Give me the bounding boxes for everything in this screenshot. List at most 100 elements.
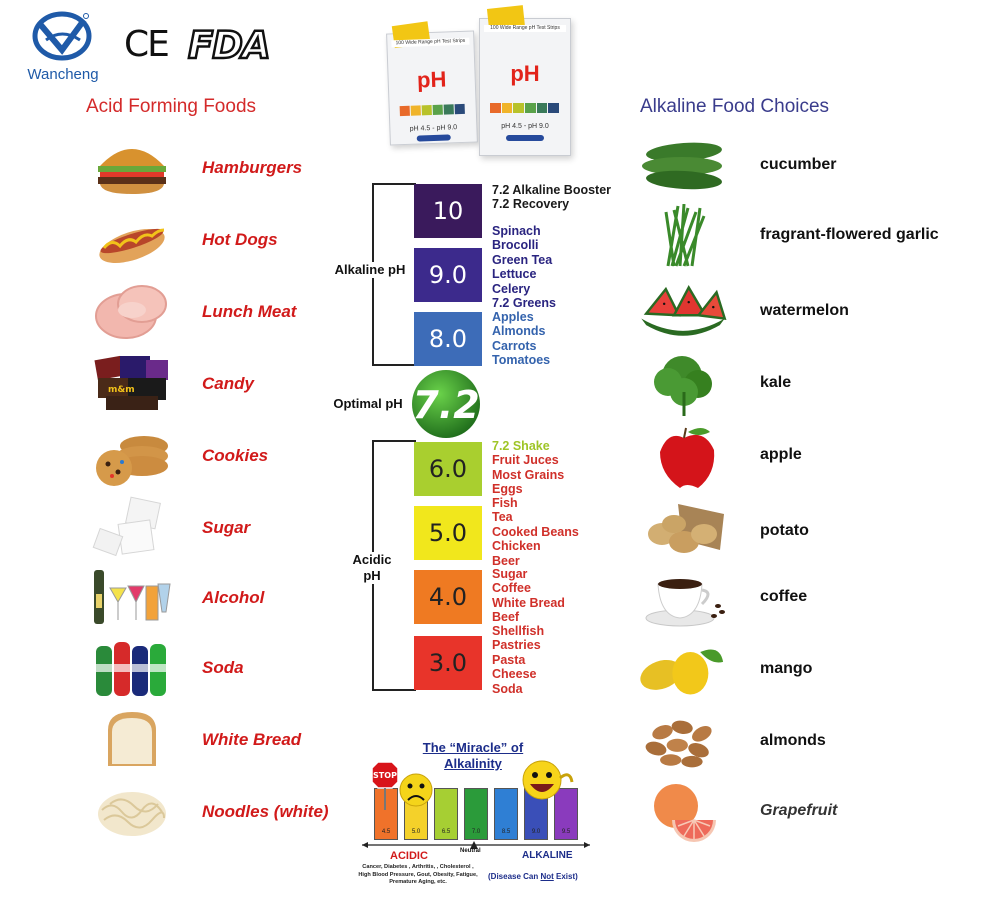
ph-level-value: 4.0: [428, 583, 468, 611]
acid-food-item: Hot Dogs: [82, 208, 372, 272]
optimal-ph-label: Optimal pH: [328, 396, 408, 412]
sad-face-stop-sign-icon: STOP: [371, 761, 433, 810]
happy-face-icon: [522, 760, 574, 800]
cookies-icon: [96, 436, 168, 486]
ph-food-item: Celery: [492, 281, 531, 296]
ph-level-9: 9.0: [414, 248, 482, 302]
ph-strip-box-large: 100 Wide Range pH Test Strips pH pH 4.5 …: [479, 5, 571, 156]
watermelon-icon: [641, 284, 727, 336]
box-tag: [506, 135, 544, 141]
alkaline-food-label: potato: [760, 522, 809, 539]
ph-food-item: Brocolli: [492, 238, 539, 253]
ph-food-item: 7.2 Greens: [492, 296, 556, 311]
miracle-bar-label: 7.0: [471, 829, 481, 835]
alkaline-food-label: coffee: [760, 588, 808, 605]
box-color-scale: [490, 103, 560, 113]
ph-food-item: Cheese: [492, 667, 537, 682]
alkaline-food-item: coffee: [628, 566, 988, 632]
svg-text:m&m: m&m: [108, 385, 135, 395]
alkaline-food-label: apple: [760, 446, 802, 463]
brand-logo: Wancheng: [18, 8, 108, 84]
ph-level-value: 10: [432, 197, 464, 225]
ph-level-value: 8.0: [428, 325, 468, 353]
alkaline-food-item: kale: [628, 352, 988, 418]
optimal-ph-value: 7.2: [412, 383, 479, 427]
acidic-label-line1: Acidic: [352, 552, 392, 567]
ph-level-5: 5.0: [414, 506, 482, 560]
alkaline-note-pre: (Disease Can: [488, 872, 541, 881]
acid-food-label: Candy: [202, 374, 254, 393]
ce-mark: CE: [124, 24, 170, 65]
ph-level-8: 8.0: [414, 312, 482, 366]
ph-food-item: 7.2 Recovery: [492, 197, 570, 212]
alcohol-glasses-icon: [94, 570, 171, 624]
alkaline-food-item: fragrant-flowered garlic: [628, 204, 988, 270]
grapefruit-icon: [654, 784, 716, 842]
ph-food-item: Most Grains: [492, 467, 565, 482]
miracle-neutral-label: Neutral: [460, 848, 481, 854]
alkaline-food-label: watermelon: [760, 302, 849, 319]
acid-food-label: Noodles (white): [202, 802, 329, 821]
miracle-axis: [362, 841, 590, 849]
certifications: CE FDA: [124, 23, 272, 69]
lunch-meat-icon: [95, 285, 167, 339]
acid-food-item: Sugar: [82, 496, 372, 560]
noodles-icon: [98, 792, 166, 836]
ph-food-item: Apples: [492, 310, 534, 324]
miracle-bar-label: 4.5: [381, 829, 391, 835]
ph-food-item: Spinach: [492, 224, 541, 238]
alkaline-food-item: mango: [628, 638, 988, 704]
box-strip-label: 100 Wide Range pH Test Strips: [484, 25, 566, 32]
optimal-ph-logo-icon: 7.2: [412, 370, 480, 438]
ph-food-item: Coffee: [492, 581, 531, 596]
coffee-cup-icon: [645, 579, 725, 627]
alkaline-food-item: potato: [628, 500, 988, 566]
acid-food-item: Lunch Meat: [82, 280, 372, 344]
kale-icon: [654, 356, 712, 416]
alkaline-note-post: Exist): [553, 872, 578, 881]
acidic-ph-label: Acidic pH: [344, 552, 400, 584]
miracle-bar: 6.5: [434, 788, 458, 840]
ph-food-item: Shellfish: [492, 624, 545, 638]
ph-food-item: Fish: [492, 496, 518, 510]
sugar-cubes-icon: [92, 496, 161, 557]
wancheng-logo-icon: [32, 11, 92, 61]
ph-food-item: Tea: [492, 510, 513, 525]
ph-food-item: Green Tea: [492, 252, 553, 267]
soda-bottles-icon: [96, 642, 166, 696]
alkaline-food-label: mango: [760, 660, 813, 677]
miracle-bar-label: 5.0: [411, 829, 421, 835]
alkaline-food-item: Grapefruit: [628, 780, 988, 846]
fda-mark: FDA: [187, 23, 272, 69]
ph-food-item: Tomatoes: [492, 353, 551, 368]
miracle-bar: 8.5: [494, 788, 518, 840]
ph-level-6: 6.0: [414, 442, 482, 496]
garlic-chives-icon: [664, 204, 706, 267]
ph-level-value: 3.0: [428, 649, 468, 677]
miracle-title-line1: The “Miracle” of: [422, 740, 524, 755]
ph-food-item: Lettuce: [492, 267, 537, 282]
miracle-bar-label: 9.0: [531, 829, 541, 835]
acid-food-label: White Bread: [202, 730, 302, 749]
ph-food-item: Chicken: [492, 539, 541, 554]
miracle-acidic-label: ACIDIC: [390, 850, 428, 862]
box-ph-label: pH: [510, 61, 540, 86]
alkaline-section-title: Alkaline Food Choices: [640, 96, 830, 117]
acid-food-label: Lunch Meat: [202, 302, 297, 321]
alkaline-food-label: fragrant-flowered garlic: [760, 226, 939, 243]
box-range: pH 4.5 - pH 9.0: [409, 124, 458, 133]
hot-dog-icon: [99, 228, 165, 263]
acid-food-item: m&m Candy: [82, 352, 372, 416]
ph-food-item: 7.2 Alkaline Booster: [492, 183, 612, 197]
acid-food-item: Soda: [82, 636, 372, 700]
acid-food-item: White Bread: [82, 708, 372, 772]
hamburger-icon: [98, 149, 166, 194]
miracle-bar: 7.0: [464, 788, 488, 840]
